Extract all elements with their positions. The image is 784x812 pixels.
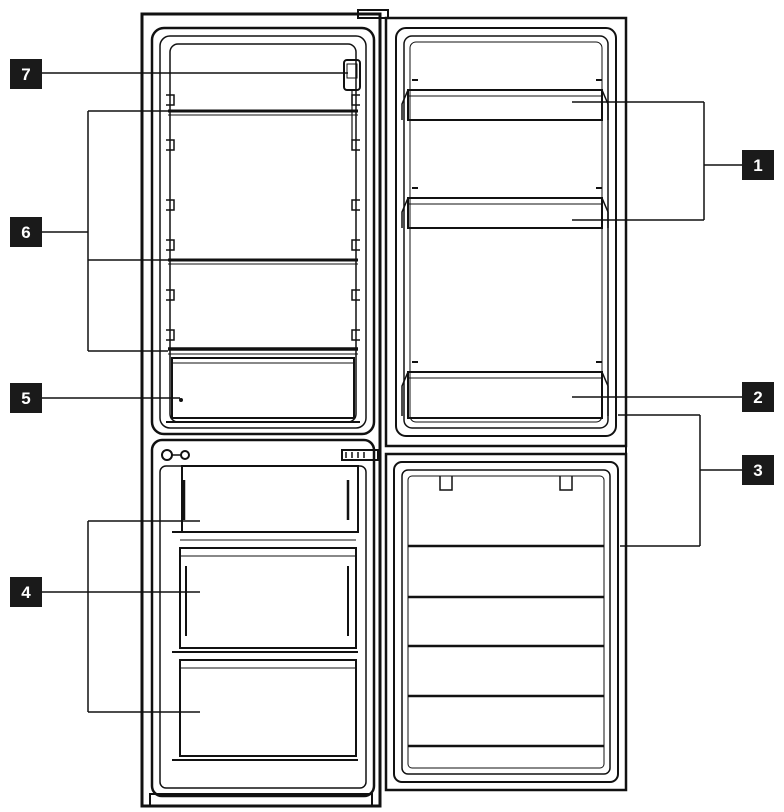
callout-1: 1 [742, 150, 774, 180]
fridge-door-outer [384, 16, 628, 448]
cabinet [140, 9, 389, 808]
cabinet-body [140, 12, 382, 808]
fridge-opening-outer [150, 26, 376, 436]
fridge-compartment [150, 26, 379, 461]
door-bin-3 [401, 371, 609, 419]
callout-2: 2 [742, 382, 774, 412]
crisper-marker [179, 398, 183, 402]
fridge-door-liner [403, 35, 609, 429]
freezer-door-liner-inner [407, 475, 605, 769]
callout-6: 6 [10, 217, 42, 247]
callout-7: 7 [10, 59, 42, 89]
callout-7-label: 7 [21, 65, 30, 84]
lower-hinge-detail [345, 452, 365, 458]
freezer-drawer-1 [172, 465, 359, 541]
fridge-liner [169, 43, 357, 423]
fridge-door [384, 16, 628, 454]
freezer-compartment [150, 438, 376, 798]
freezer-door-liner [401, 469, 611, 775]
lower-hinge [341, 449, 379, 461]
leader-lines [42, 72, 742, 713]
control-dot-icon [180, 450, 190, 460]
door-rungs [412, 79, 602, 363]
callout-6-label: 6 [21, 223, 30, 242]
control-knob-icon [161, 449, 173, 461]
freezer-drawer-3 [172, 659, 358, 761]
callout-4: 4 [10, 577, 42, 607]
fridge-door-gasket [395, 27, 617, 437]
cabinet-base [149, 793, 373, 807]
callout-3-label: 3 [753, 461, 762, 480]
top-hinge [357, 9, 389, 19]
freezer-door-outer [384, 452, 628, 792]
light-unit-inner [346, 63, 358, 79]
freezer-door [384, 452, 628, 792]
freezer-door-clips [439, 476, 573, 491]
fridge-rails-left [166, 94, 175, 341]
leader-4 [42, 520, 200, 713]
callout-3: 3 [742, 455, 774, 485]
callout-5: 5 [10, 383, 42, 413]
callout-4-label: 4 [21, 583, 31, 602]
leader-6 [42, 110, 168, 352]
leader-3 [618, 414, 742, 547]
door-bin-1 [401, 89, 609, 121]
freezer-opening-inner [159, 465, 367, 789]
callout-1-label: 1 [753, 156, 762, 175]
fridge-door-liner-inner [409, 41, 603, 423]
freezer-drawer-2 [172, 547, 358, 653]
fridge-opening-inner [159, 35, 367, 429]
freezer-door-ribs [408, 544, 604, 748]
callout-5-label: 5 [21, 389, 30, 408]
freezer-door-gasket [393, 461, 619, 783]
callout-2-label: 2 [753, 388, 762, 407]
leader-1 [572, 101, 742, 221]
freezer-opening-outer [150, 438, 376, 798]
crisper-drawer [171, 357, 355, 419]
door-bin-2 [401, 197, 609, 229]
